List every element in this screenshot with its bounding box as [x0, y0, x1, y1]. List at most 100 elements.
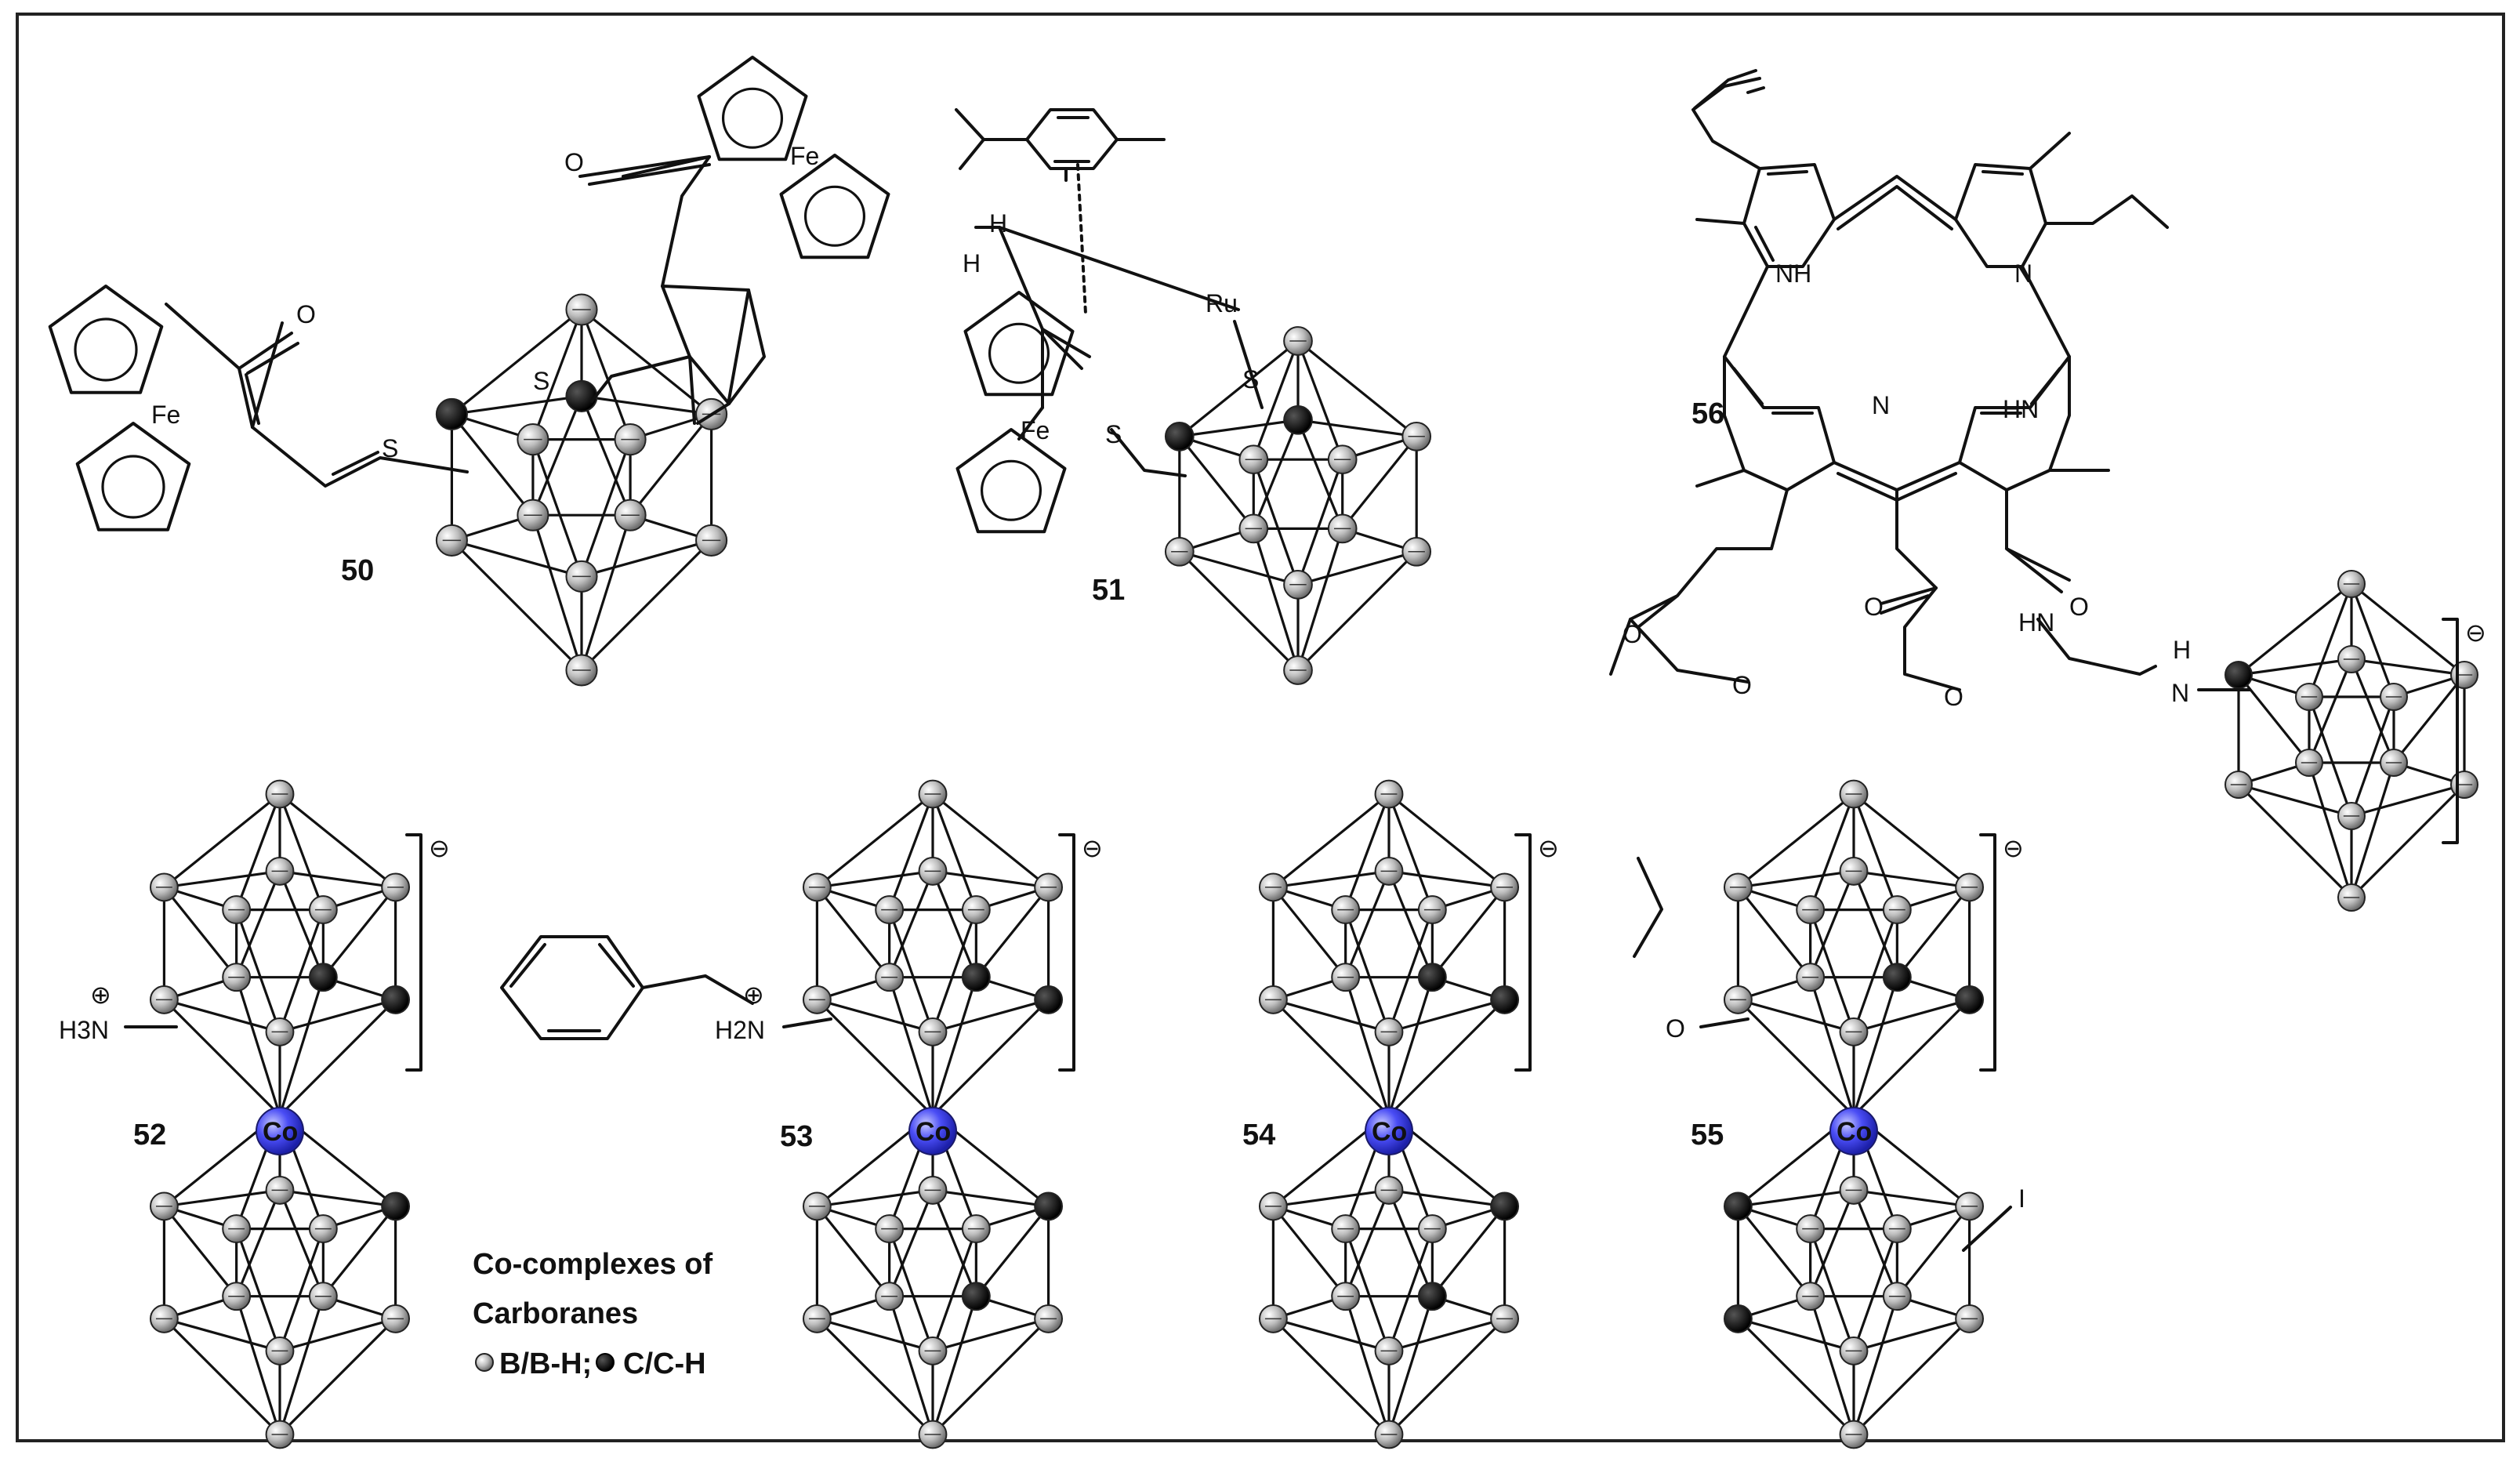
- cp-aromatic-circle: [101, 455, 165, 519]
- cage-edge: [1387, 909, 1434, 1032]
- atom-O-50a: O: [296, 300, 316, 328]
- cage-edge: [278, 1318, 397, 1436]
- cage-edge: [1852, 1296, 1898, 1435]
- cage-edge: [531, 439, 583, 577]
- cage-edge: [451, 539, 583, 672]
- carbon-atom-sphere: [1417, 963, 1447, 992]
- cage-edge: [2238, 783, 2352, 818]
- cage-edge: [278, 909, 325, 1032]
- carbon-atom-sphere: [1955, 985, 1985, 1014]
- cage-edge: [816, 1205, 890, 1297]
- cp-aromatic-circle: [988, 322, 1050, 384]
- charge-minus: ⊖: [1082, 834, 1103, 862]
- cage-edge: [888, 793, 934, 911]
- cage-edge: [932, 869, 1049, 889]
- cage-edge: [1344, 793, 1391, 911]
- cage-edge: [1296, 459, 1344, 586]
- cage-edge: [2350, 762, 2395, 898]
- carbon-atom-sphere: [565, 379, 598, 412]
- atom-Fe-51: Fe: [1021, 416, 1050, 444]
- cage-54-upper: [1258, 779, 1520, 1117]
- cage-edge: [931, 1318, 1050, 1436]
- cage-edge: [164, 1188, 281, 1208]
- atom-O-56d: O: [1944, 683, 1963, 711]
- compound-number-53: 53: [780, 1120, 813, 1153]
- cage-edge: [2350, 696, 2395, 817]
- cage-edge: [931, 1296, 977, 1435]
- cage-edge: [1387, 1318, 1506, 1436]
- carbon-sphere-icon: [596, 1353, 615, 1372]
- cage-edge: [1809, 909, 1855, 1032]
- cage-edge: [816, 1318, 934, 1436]
- atom-H-56: H: [2173, 636, 2191, 664]
- cp-50b-bottom: [75, 422, 191, 531]
- cage-edge: [888, 909, 934, 1032]
- cp-50a-top: [48, 285, 164, 394]
- cage-edge: [1272, 1318, 1391, 1436]
- cage-edge: [1273, 869, 1390, 889]
- cage-edge: [2238, 658, 2352, 676]
- cage-edge: [1344, 977, 1391, 1116]
- cp-51a-top: [963, 291, 1075, 397]
- cage-edge: [1852, 1318, 1971, 1436]
- cage-edge: [279, 869, 396, 889]
- cage-edge: [2351, 658, 2465, 676]
- atom-Co: Co: [1837, 1117, 1872, 1147]
- cage-edge: [1896, 1205, 1971, 1297]
- cage-edge: [816, 886, 890, 978]
- cage-edge: [278, 1228, 325, 1351]
- carbon-atom-sphere: [2224, 661, 2253, 689]
- cage-edge: [1252, 459, 1300, 586]
- carbon-atom-sphere: [1490, 1191, 1520, 1221]
- cage-edge: [1809, 870, 1855, 978]
- cage-edge: [1297, 550, 1417, 586]
- cobalt-sphere: [1365, 1107, 1413, 1155]
- cage-edge: [2350, 783, 2466, 899]
- cage-edge: [1252, 340, 1300, 460]
- cage-edge: [931, 792, 1050, 889]
- cage-edge: [975, 1205, 1050, 1297]
- cage-edge: [278, 977, 325, 1116]
- cage-edge: [1853, 1317, 1971, 1352]
- bracket: [2442, 618, 2459, 844]
- cp-aromatic-circle: [74, 317, 138, 382]
- cage-edge: [1179, 550, 1299, 586]
- compound-number-56: 56: [1691, 397, 1724, 430]
- cage-edge: [1296, 339, 1418, 438]
- atom-H-51a: H: [989, 209, 1007, 238]
- cp-aromatic-circle: [803, 185, 866, 247]
- cage-edge: [163, 1317, 281, 1352]
- cage-edge: [163, 886, 237, 978]
- cage-edge: [2308, 762, 2353, 898]
- carbon-atom-sphere: [1283, 404, 1313, 435]
- cage-edge: [1853, 869, 1970, 889]
- atom-H3N: H3N: [59, 1016, 109, 1044]
- carbon-atom-sphere: [435, 397, 468, 430]
- compound-number-51: 51: [1092, 574, 1125, 607]
- cage-edge: [1737, 999, 1855, 1117]
- cage-54-lower: [1258, 1112, 1520, 1449]
- cage-edge: [1387, 792, 1506, 889]
- carbon-atom-sphere: [381, 985, 411, 1014]
- cage-edge: [1178, 550, 1300, 672]
- carbon-atom-sphere: [1034, 1191, 1064, 1221]
- cage-edge: [1852, 1189, 1898, 1297]
- atom-O-56a: O: [1623, 620, 1642, 648]
- cage-edge: [163, 1205, 237, 1297]
- cage-edge: [888, 870, 934, 978]
- bracket: [1979, 833, 1996, 1072]
- cage-edge: [888, 1189, 934, 1297]
- cage-edge: [278, 1189, 325, 1297]
- atom-S-50b: S: [533, 367, 549, 395]
- cage-55-lower: [1723, 1112, 1985, 1449]
- cage-edge: [164, 869, 281, 889]
- atom-HN-56c: HN: [2018, 608, 2054, 637]
- cage-50: [435, 293, 728, 687]
- cage-edge: [1252, 528, 1300, 671]
- cage-edge: [1341, 435, 1418, 530]
- cage-edge: [279, 998, 397, 1033]
- cage-edge: [816, 1317, 934, 1352]
- cage-edge: [235, 1296, 281, 1435]
- bracket: [405, 833, 422, 1072]
